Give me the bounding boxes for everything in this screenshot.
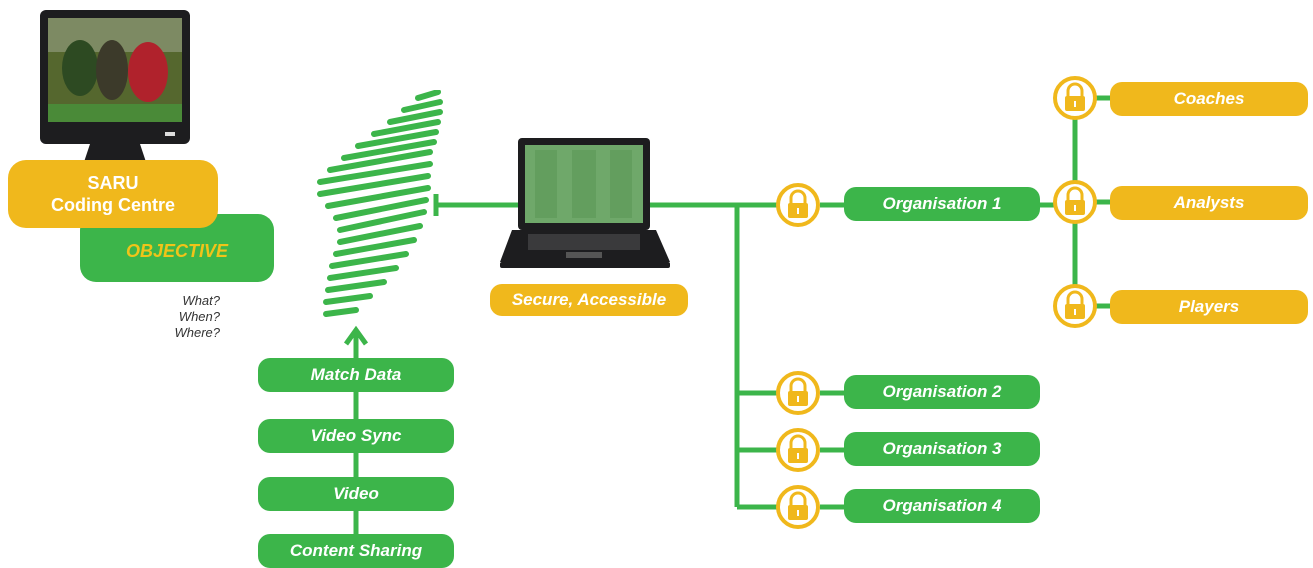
role-players-label: Players — [1178, 297, 1240, 316]
question-what: What? — [182, 293, 220, 308]
coding-centre-box: SARU Coding Centre — [8, 160, 218, 228]
lock-icon — [776, 428, 820, 472]
signal-wave-icon — [317, 90, 443, 317]
laptop-caption: Secure, Accessible — [490, 284, 688, 316]
input-match-data-label: Match Data — [310, 365, 402, 384]
role-coaches: Coaches — [1110, 82, 1308, 116]
coding-centre-title-line1: SARU — [87, 173, 139, 193]
question-when: When? — [178, 309, 220, 324]
coding-centre-title-line2: Coding Centre — [51, 195, 175, 215]
organisation-4: Organisation 4 — [844, 489, 1040, 523]
organisation-3-label: Organisation 3 — [882, 439, 1002, 458]
laptop-icon — [500, 138, 670, 268]
lock-icon — [1053, 76, 1097, 120]
role-players: Players — [1110, 290, 1308, 324]
role-coaches-label: Coaches — [1173, 89, 1245, 108]
lock-icon — [776, 183, 820, 227]
input-content-sharing: Content Sharing — [258, 534, 454, 568]
lock-icon — [1053, 180, 1097, 224]
role-analysts-label: Analysts — [1173, 193, 1245, 212]
question-where: Where? — [174, 325, 220, 340]
laptop-caption-label: Secure, Accessible — [511, 290, 667, 309]
input-content-sharing-label: Content Sharing — [289, 541, 423, 560]
lock-icon — [776, 371, 820, 415]
input-video-sync-label: Video Sync — [310, 426, 402, 445]
organisation-1: Organisation 1 — [844, 187, 1040, 221]
role-analysts: Analysts — [1110, 186, 1308, 220]
tv-icon — [40, 10, 190, 178]
organisation-3: Organisation 3 — [844, 432, 1040, 466]
input-video: Video — [258, 477, 454, 511]
lock-icon — [776, 485, 820, 529]
organisation-1-label: Organisation 1 — [882, 194, 1002, 213]
objective-questions: What? When? Where? — [120, 293, 220, 341]
organisation-4-label: Organisation 4 — [882, 496, 1002, 515]
objective-label: OBJECTIVE — [125, 240, 229, 261]
organisation-2: Organisation 2 — [844, 375, 1040, 409]
input-match-data: Match Data — [258, 358, 454, 392]
input-video-sync: Video Sync — [258, 419, 454, 453]
lock-icon — [1053, 284, 1097, 328]
organisation-2-label: Organisation 2 — [882, 382, 1002, 401]
input-video-label: Video — [333, 484, 379, 503]
